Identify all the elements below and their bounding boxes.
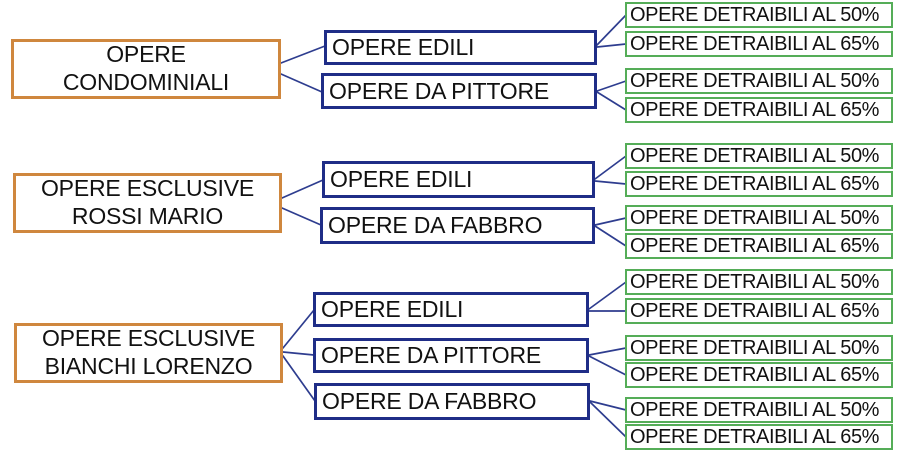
root-label-line: BIANCHI LORENZO: [44, 353, 253, 379]
leaf-label: OPERE DETRAIBILI AL 50%: [630, 3, 880, 26]
root-box-opere-esclusive-bianchi-lorenzo: OPERE ESCLUSIVE BIANCHI LORENZO: [14, 323, 283, 383]
leaf-label: OPERE DETRAIBILI AL 65%: [630, 299, 880, 322]
branch-label: OPERE DA PITTORE: [321, 342, 542, 368]
root-box-opere-esclusive-rossi-mario: OPERE ESCLUSIVE ROSSI MARIO: [13, 173, 282, 233]
leaf-box-detraibili-65: OPERE DETRAIBILI AL 65%: [625, 97, 893, 123]
leaf-box-detraibili-65: OPERE DETRAIBILI AL 65%: [625, 298, 893, 324]
leaf-box-detraibili-65: OPERE DETRAIBILI AL 65%: [625, 233, 893, 259]
branch-box-opere-da-fabbro-3: OPERE DA FABBRO: [314, 383, 590, 420]
branch-label: OPERE DA FABBRO: [322, 388, 537, 414]
root-label-line: ROSSI MARIO: [71, 203, 224, 229]
leaf-label: OPERE DETRAIBILI AL 65%: [630, 172, 880, 195]
root-label-line: OPERE ESCLUSIVE: [40, 175, 255, 202]
root-label-line: OPERE ESCLUSIVE: [41, 325, 256, 352]
branch-label: OPERE DA FABBRO: [328, 212, 543, 238]
leaf-label: OPERE DETRAIBILI AL 50%: [630, 206, 880, 229]
branch-box-opere-da-fabbro-2: OPERE DA FABBRO: [320, 207, 595, 244]
leaf-label: OPERE DETRAIBILI AL 65%: [630, 32, 880, 55]
leaf-box-detraibili-50: OPERE DETRAIBILI AL 50%: [625, 335, 893, 361]
root-box-opere-condominiali: OPERE CONDOMINIALI: [11, 39, 281, 99]
branch-box-opere-edili-3: OPERE EDILI: [313, 292, 589, 327]
leaf-box-detraibili-65: OPERE DETRAIBILI AL 65%: [625, 362, 893, 388]
leaf-label: OPERE DETRAIBILI AL 65%: [630, 363, 880, 386]
branch-label: OPERE DA PITTORE: [329, 77, 550, 104]
leaf-box-detraibili-50: OPERE DETRAIBILI AL 50%: [625, 2, 893, 28]
leaf-label: OPERE DETRAIBILI AL 50%: [630, 336, 880, 359]
leaf-label: OPERE DETRAIBILI AL 65%: [630, 98, 880, 121]
branch-box-opere-edili-1: OPERE EDILI: [324, 30, 597, 65]
leaf-label: OPERE DETRAIBILI AL 50%: [630, 270, 880, 293]
branch-label: OPERE EDILI: [332, 34, 475, 60]
leaf-label: OPERE DETRAIBILI AL 65%: [630, 425, 880, 448]
branch-box-opere-da-pittore-1: OPERE DA PITTORE: [321, 73, 597, 109]
leaf-box-detraibili-50: OPERE DETRAIBILI AL 50%: [625, 68, 893, 94]
branch-box-opere-da-pittore-3: OPERE DA PITTORE: [313, 338, 589, 373]
leaf-box-detraibili-50: OPERE DETRAIBILI AL 50%: [625, 205, 893, 231]
leaf-label: OPERE DETRAIBILI AL 65%: [630, 234, 880, 257]
leaf-label: OPERE DETRAIBILI AL 50%: [630, 144, 880, 167]
leaf-box-detraibili-65: OPERE DETRAIBILI AL 65%: [625, 171, 893, 197]
leaf-box-detraibili-65: OPERE DETRAIBILI AL 65%: [625, 424, 893, 450]
leaf-label: OPERE DETRAIBILI AL 50%: [630, 398, 880, 421]
leaf-box-detraibili-65: OPERE DETRAIBILI AL 65%: [625, 31, 893, 57]
root-label-line: OPERE: [106, 41, 186, 68]
branch-label: OPERE EDILI: [330, 166, 473, 192]
leaf-label: OPERE DETRAIBILI AL 50%: [630, 69, 880, 92]
leaf-box-detraibili-50: OPERE DETRAIBILI AL 50%: [625, 397, 893, 423]
leaf-box-detraibili-50: OPERE DETRAIBILI AL 50%: [625, 269, 893, 295]
branch-label: OPERE EDILI: [321, 296, 464, 322]
branch-box-opere-edili-2: OPERE EDILI: [322, 161, 595, 198]
leaf-box-detraibili-50: OPERE DETRAIBILI AL 50%: [625, 143, 893, 169]
root-label-line: CONDOMINIALI: [62, 69, 230, 95]
